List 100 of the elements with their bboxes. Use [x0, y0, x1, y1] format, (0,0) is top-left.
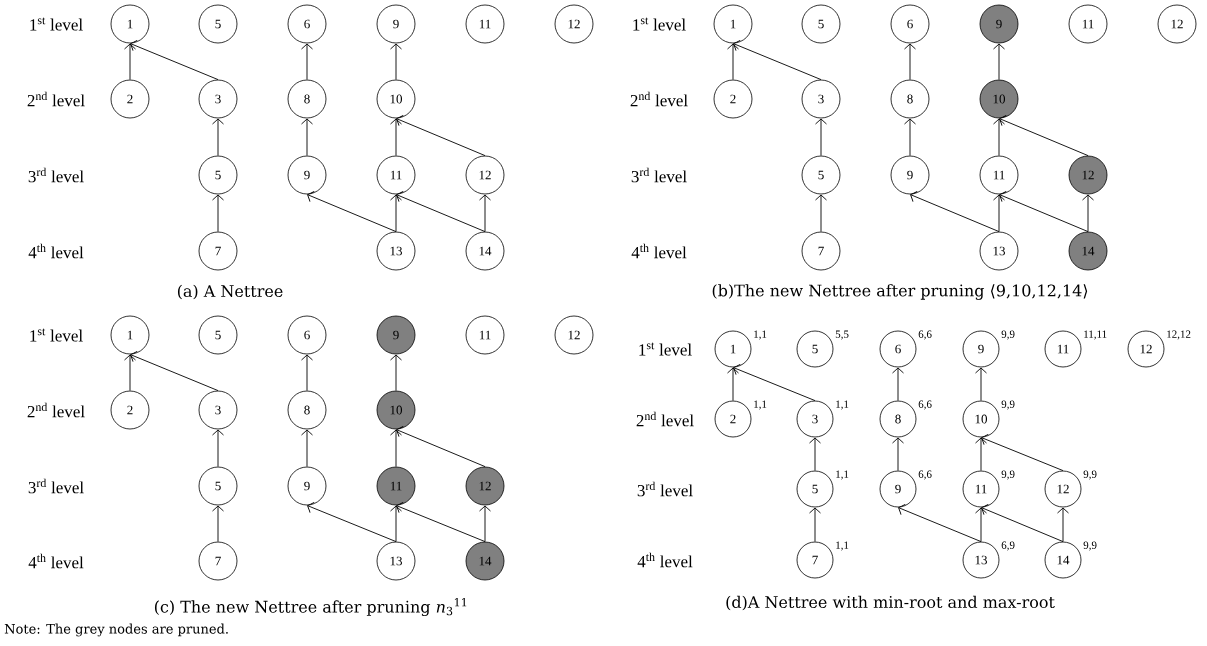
arrow — [993, 118, 1005, 157]
arrow — [999, 191, 1089, 233]
root-annotation: 1,1 — [836, 400, 849, 410]
arrow — [892, 437, 904, 472]
root-annotation: 1,1 — [836, 541, 849, 551]
arrow — [307, 191, 397, 233]
level-label: 3$^{rd}$ level — [28, 167, 84, 183]
tree-node: 2 — [714, 400, 752, 438]
arrow — [390, 118, 402, 157]
arrow — [993, 43, 1005, 81]
tree-node: 8 — [287, 390, 327, 430]
tree-node: 9 — [376, 315, 416, 355]
tree-node: 7 — [796, 541, 834, 579]
tree-node: 5 — [801, 155, 841, 195]
tree-node: 12 — [1068, 155, 1108, 195]
arrow — [130, 40, 219, 81]
arrow — [975, 367, 987, 402]
arrow — [999, 115, 1089, 157]
level-label: 1$^{st}$ level — [30, 328, 83, 342]
root-annotation: 1,1 — [754, 400, 767, 410]
arrow — [212, 505, 224, 543]
tree-node: 14 — [1044, 541, 1082, 579]
tree-node: 12 — [1157, 4, 1197, 44]
tree-node: 5 — [796, 330, 834, 368]
arrow — [307, 502, 397, 543]
level-label: 2$^{nd}$ level — [27, 402, 85, 418]
arrow — [809, 437, 821, 472]
arrow — [124, 43, 136, 81]
arrow — [727, 43, 739, 81]
tree-node: 13 — [376, 541, 416, 581]
arrow — [390, 429, 402, 468]
arrow — [904, 43, 916, 81]
root-annotation: 6,6 — [918, 470, 932, 480]
arrow — [815, 194, 827, 233]
arrow — [390, 505, 402, 543]
tree-node: 12 — [554, 4, 594, 44]
level-label: 2$^{nd}$ level — [27, 91, 85, 107]
tree-node: 10 — [979, 79, 1019, 119]
arrow — [975, 437, 987, 472]
tree-node: 5 — [198, 466, 238, 506]
tree-node: 13 — [979, 231, 1019, 271]
tree-node: 9 — [962, 330, 1000, 368]
arrow — [390, 43, 402, 81]
tree-node: 10 — [376, 390, 416, 430]
tree-node: 5 — [198, 315, 238, 355]
tree-node: 9 — [287, 155, 327, 195]
tree-node: 2 — [110, 79, 150, 119]
tree-node: 10 — [962, 400, 1000, 438]
arrow — [993, 194, 1005, 233]
tree-node: 9 — [979, 4, 1019, 44]
arrow — [301, 429, 313, 468]
arrow — [301, 43, 313, 81]
level-label: 4$^{th}$ level — [637, 552, 693, 568]
tree-node: 9 — [376, 4, 416, 44]
arrow — [479, 505, 491, 543]
tree-node: 9 — [287, 466, 327, 506]
tree-node: 11 — [1044, 330, 1082, 368]
tree-node: 7 — [198, 541, 238, 581]
tree-node: 11 — [962, 470, 1000, 508]
arrow — [301, 354, 313, 392]
tree-node: 5 — [198, 155, 238, 195]
level-label: 1$^{st}$ level — [30, 17, 83, 31]
tree-node: 7 — [198, 231, 238, 271]
arrow — [904, 118, 916, 157]
arrow — [396, 426, 486, 468]
level-label: 3$^{rd}$ level — [28, 478, 84, 494]
tree-node: 11 — [979, 155, 1019, 195]
tree-node: 3 — [801, 79, 841, 119]
tree-node: 9 — [890, 155, 930, 195]
tree-node: 1 — [110, 315, 150, 355]
tree-node: 13 — [376, 231, 416, 271]
arrow — [396, 502, 486, 543]
root-annotation: 11,11 — [1084, 330, 1107, 340]
arrow — [124, 354, 136, 392]
arrow — [396, 115, 486, 157]
tree-node: 12 — [554, 315, 594, 355]
tree-node: 3 — [796, 400, 834, 438]
tree-node: 3 — [198, 390, 238, 430]
tree-node: 6 — [287, 4, 327, 44]
level-label: 4$^{th}$ level — [28, 553, 84, 569]
arrow — [727, 367, 739, 402]
arrow — [733, 363, 816, 402]
arrow — [479, 194, 491, 233]
tree-node: 8 — [879, 400, 917, 438]
arrow — [981, 433, 1064, 472]
arrow — [1057, 507, 1069, 543]
tree-node: 12 — [1127, 330, 1165, 368]
note: Note: The grey nodes are pruned. — [4, 623, 228, 637]
tree-node: 8 — [287, 79, 327, 119]
tree-node: 14 — [465, 231, 505, 271]
tree-node: 12 — [465, 155, 505, 195]
arrow — [130, 351, 219, 392]
arrow — [975, 507, 987, 543]
arrow — [390, 354, 402, 392]
arrow — [212, 194, 224, 233]
level-label: 2$^{nd}$ level — [630, 91, 688, 107]
level-label: 4$^{th}$ level — [631, 243, 687, 259]
level-label: 3$^{rd}$ level — [631, 167, 687, 183]
arrow — [809, 507, 821, 543]
tree-node: 7 — [801, 231, 841, 271]
